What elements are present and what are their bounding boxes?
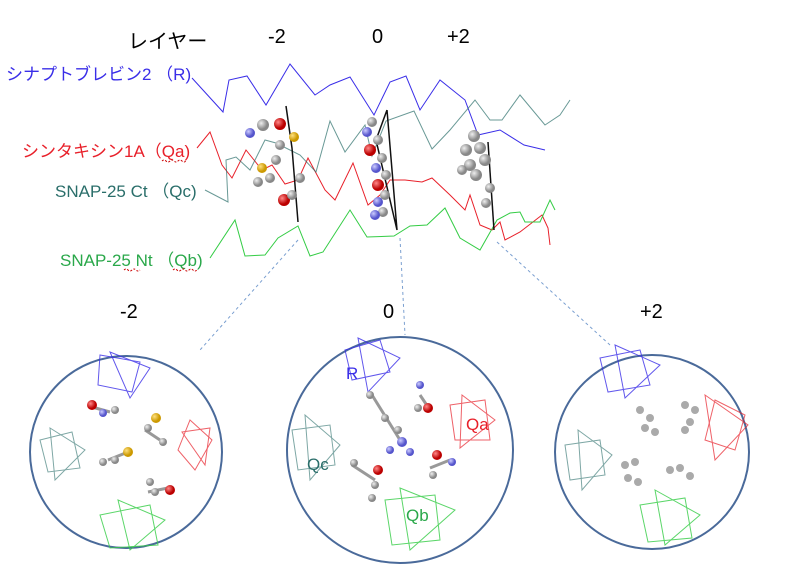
leader-line-plus2	[496, 241, 611, 346]
layer-plus2-label: +2	[447, 26, 470, 48]
panel-plus2-title: +2	[640, 301, 663, 323]
residue-atoms-minus2	[245, 118, 305, 206]
spellcheck-underline	[161, 159, 187, 163]
layer-label: レイヤー	[128, 31, 207, 53]
layer-0-label: 0	[372, 26, 383, 48]
residue-atoms-plus2	[457, 130, 495, 208]
spellcheck-underline	[172, 268, 198, 272]
chain-label-snap25-ct: SNAP-25 Ct （Qc)	[55, 182, 197, 201]
panel-0-label-qb: Qb	[406, 506, 429, 525]
panel-0-title: 0	[383, 301, 394, 323]
panel-0-label-qa: Qa	[466, 415, 489, 434]
layer-0-axis	[375, 109, 398, 231]
residue-atoms-0	[362, 117, 391, 220]
chain-label-synaptobrevin: シナプトブレビン2 （R)	[6, 64, 191, 84]
panel-minus2-title: -2	[120, 301, 138, 323]
panel-0-label-r: R	[346, 364, 358, 383]
chain-label-snap25-nt: SNAP-25 Nt （Qb)	[60, 251, 203, 270]
panel-0: R Qa Qc Qb	[286, 336, 514, 564]
chain-label-syntaxin: シンタキシン1A（Qa)	[22, 142, 190, 161]
snap25-ct-trace	[204, 94, 571, 203]
layer-minus2-label: -2	[268, 26, 286, 48]
synaptobrevin-trace	[191, 63, 546, 151]
panel-minus2	[29, 351, 223, 551]
panel-plus2	[554, 344, 750, 550]
snap25-nt-trace	[209, 198, 556, 259]
leader-line-0	[399, 237, 406, 336]
panel-0-label-qc: Qc	[307, 455, 329, 474]
leader-line-minus2	[199, 239, 299, 351]
spellcheck-underline	[123, 268, 141, 272]
